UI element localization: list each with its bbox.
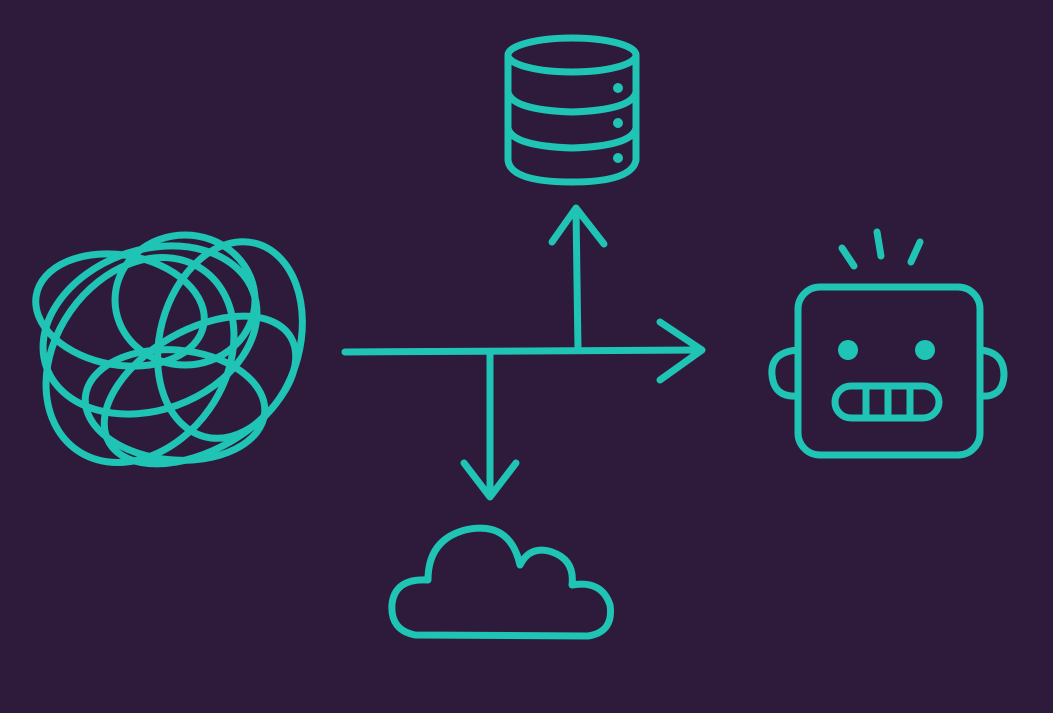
cloud-icon xyxy=(392,528,611,636)
cloud-branch-arrow xyxy=(464,352,516,497)
database-branch-arrow xyxy=(552,208,604,350)
main-flow-arrow xyxy=(345,322,702,380)
robot-icon xyxy=(772,232,1004,455)
tangled-scribble-icon xyxy=(7,217,323,499)
database-icon xyxy=(508,38,636,182)
